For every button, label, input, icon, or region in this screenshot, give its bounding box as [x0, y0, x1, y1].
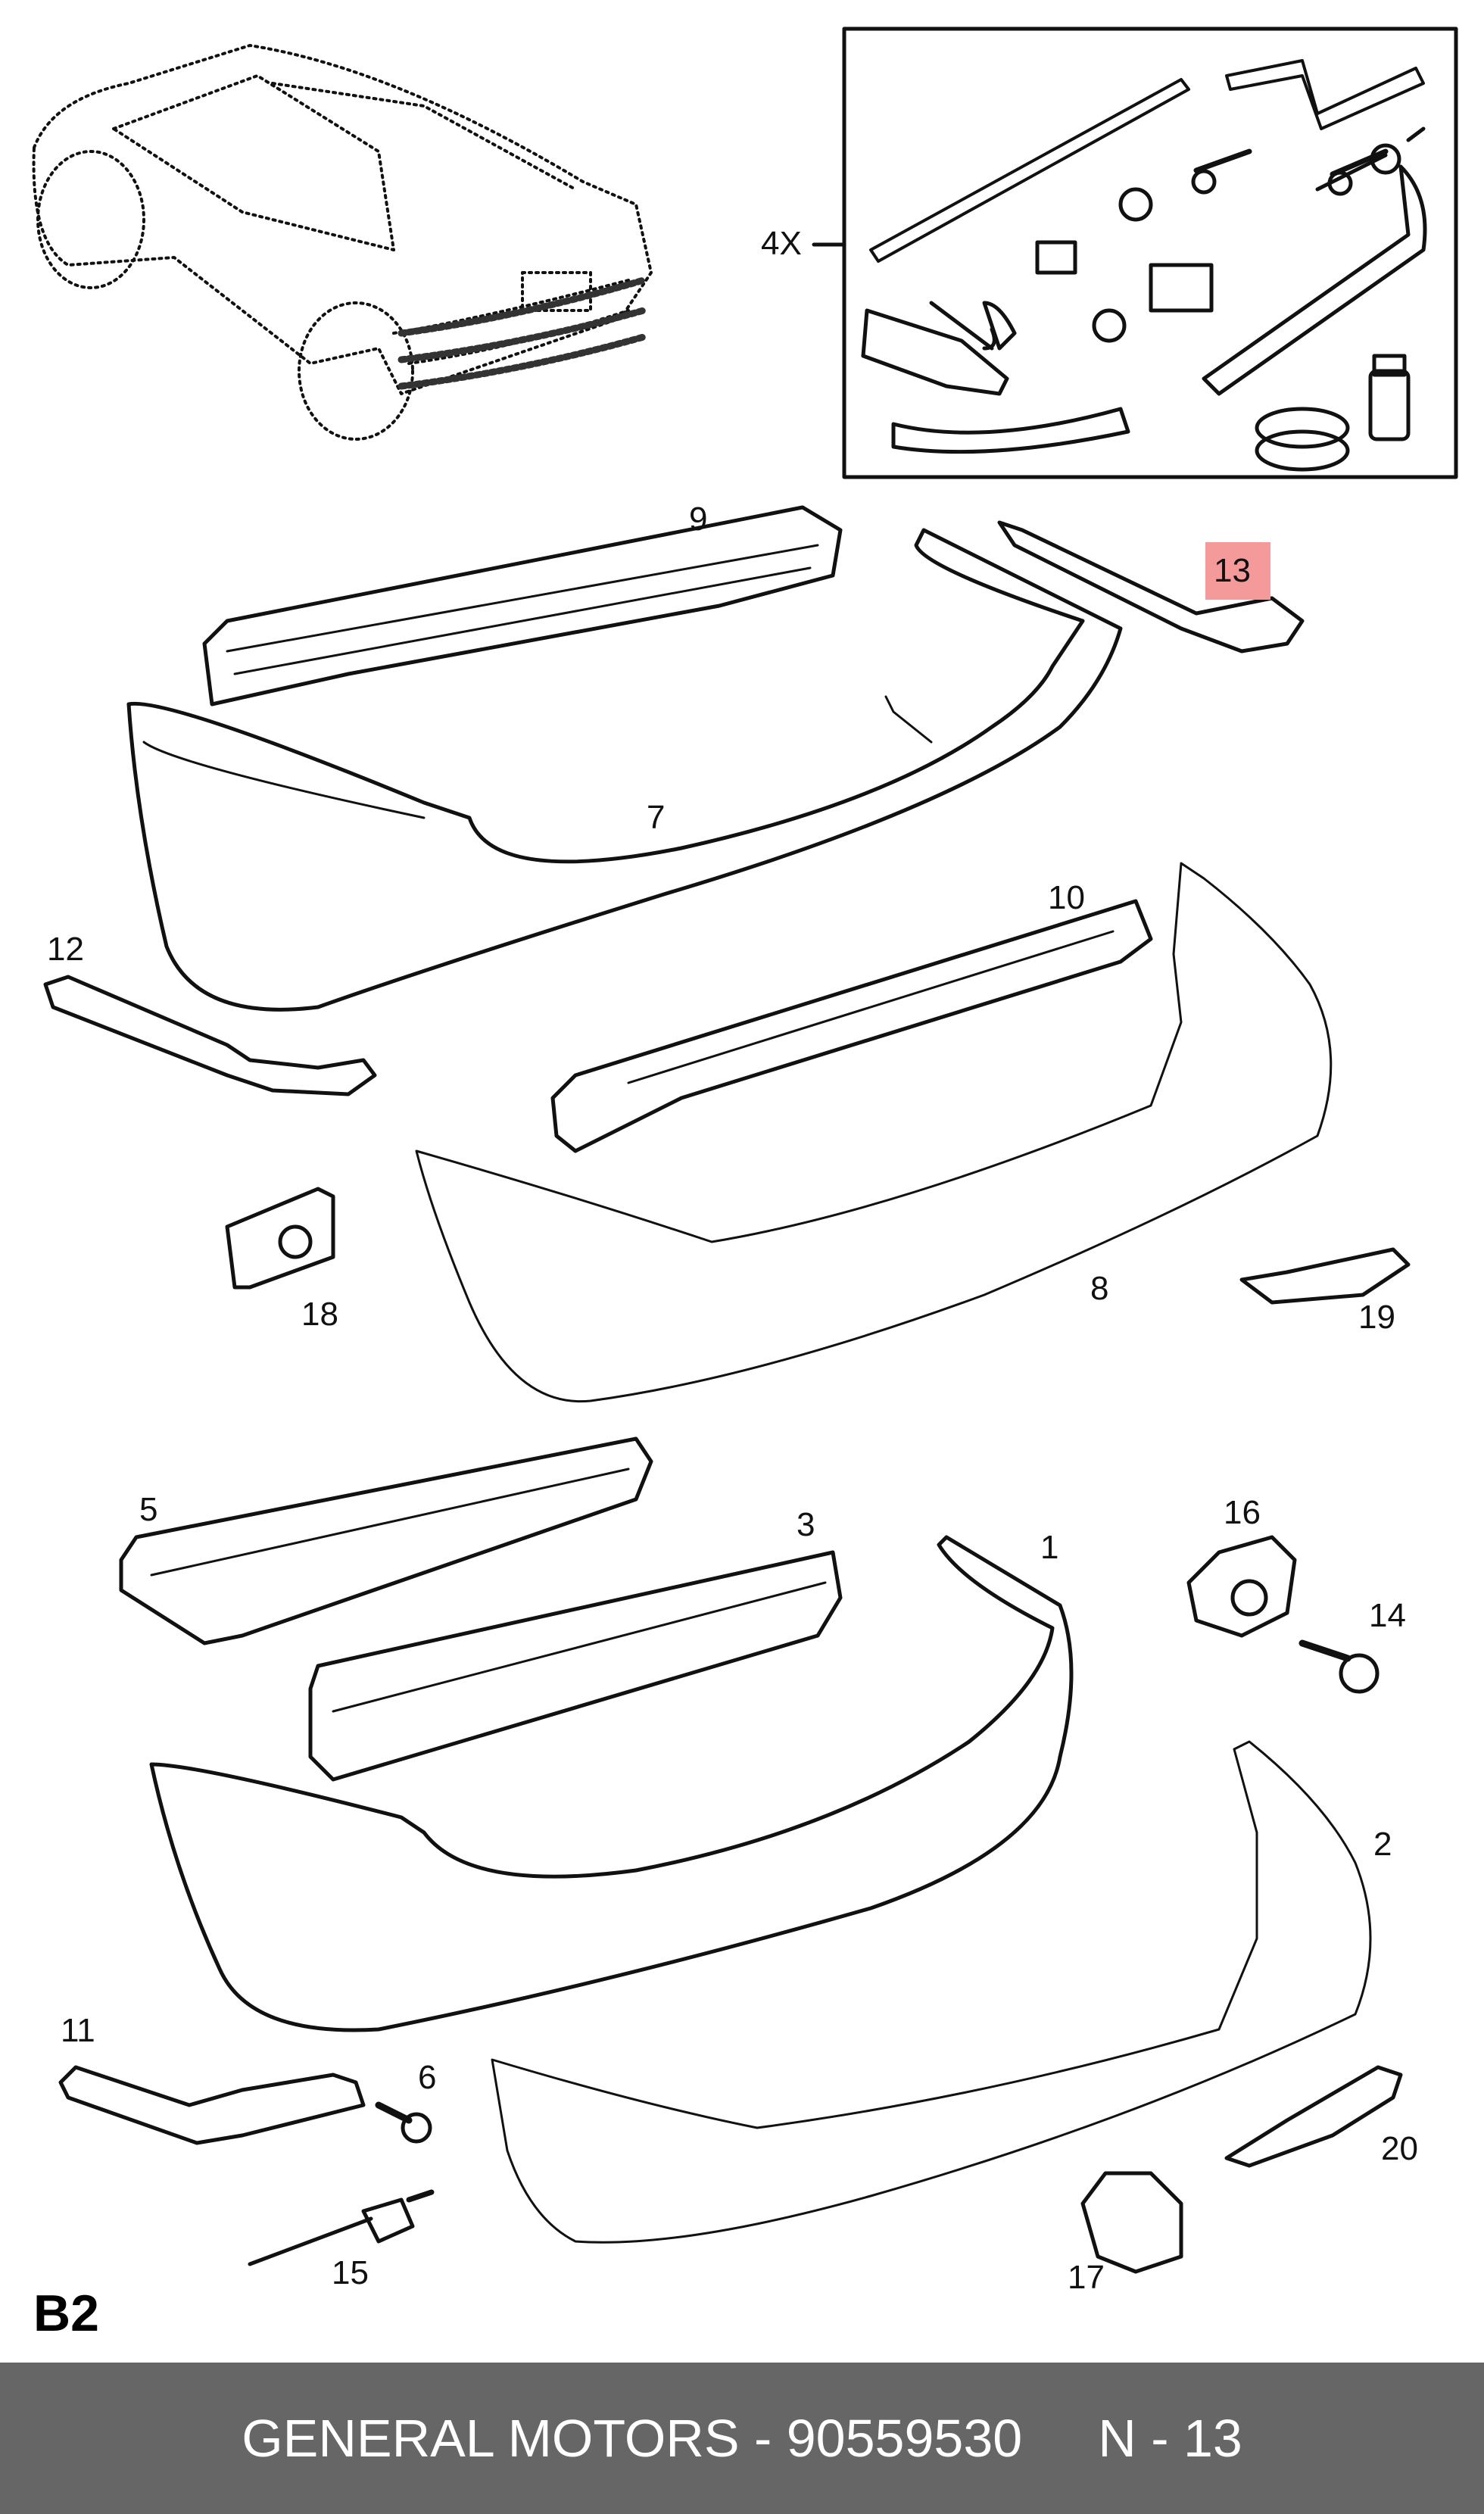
callout-8: 8 [1090, 1270, 1109, 1307]
callout-14: 14 [1369, 1597, 1406, 1634]
callout-9: 9 [689, 501, 708, 538]
callout-11: 11 [61, 2012, 95, 2049]
part-2-shape [491, 1740, 1372, 2244]
part-6-shape [375, 2101, 413, 2124]
kit-quantity-label: 4X [761, 225, 802, 262]
part-18-shape [225, 1187, 335, 1290]
part-12-shape [43, 975, 377, 1096]
parts-diagram [32, 27, 1458, 2274]
footer-brand-part: GENERAL MOTORS - 90559530 [242, 2409, 1023, 2468]
part-14-shape [1298, 1639, 1352, 1662]
part-20-shape [1224, 2065, 1403, 2168]
part-19-shape [1239, 1247, 1411, 1305]
callout-10: 10 [1048, 879, 1085, 916]
callout-5: 5 [139, 1491, 158, 1528]
rear-bumper-highlight-on-car [398, 276, 647, 390]
callout-6: 6 [418, 2059, 437, 2096]
callout-7: 7 [647, 799, 666, 836]
callout-15: 15 [332, 2254, 369, 2291]
part-16-shape [1186, 1535, 1297, 1638]
part-9-shape [202, 505, 843, 706]
part-7-shape [126, 528, 1123, 1012]
car-overview-drawing [32, 44, 653, 441]
part-17-shape [1080, 2171, 1183, 2274]
section-code: B2 [33, 2285, 99, 2342]
callout-2: 2 [1373, 1826, 1392, 1863]
callout-3: 3 [797, 1506, 815, 1543]
part-11-shape [58, 2065, 366, 2145]
footer-bar: GENERAL MOTORS - 90559530 N - 13 [0, 2363, 1484, 2514]
callout-13: 13 [1214, 552, 1251, 589]
part-3-shape [308, 1550, 843, 1782]
callout-highlight [1205, 542, 1270, 600]
callout-1: 1 [1040, 1529, 1059, 1566]
callout-18: 18 [301, 1296, 338, 1333]
part-1-shape [149, 1535, 1074, 2032]
part-10-shape [550, 899, 1153, 1153]
repair-kit-box [812, 27, 1458, 479]
callout-19: 19 [1358, 1299, 1395, 1336]
part-8-shape [415, 862, 1333, 1403]
callout-17: 17 [1068, 2259, 1105, 2296]
part-15-shape [248, 2216, 373, 2266]
part-13-shape [997, 520, 1305, 653]
callout-12: 12 [47, 931, 84, 968]
footer-ref: N - 13 [1098, 2409, 1242, 2468]
part-5-shape [119, 1436, 653, 1645]
callout-16: 16 [1224, 1494, 1261, 1531]
callout-20: 20 [1381, 2130, 1418, 2167]
